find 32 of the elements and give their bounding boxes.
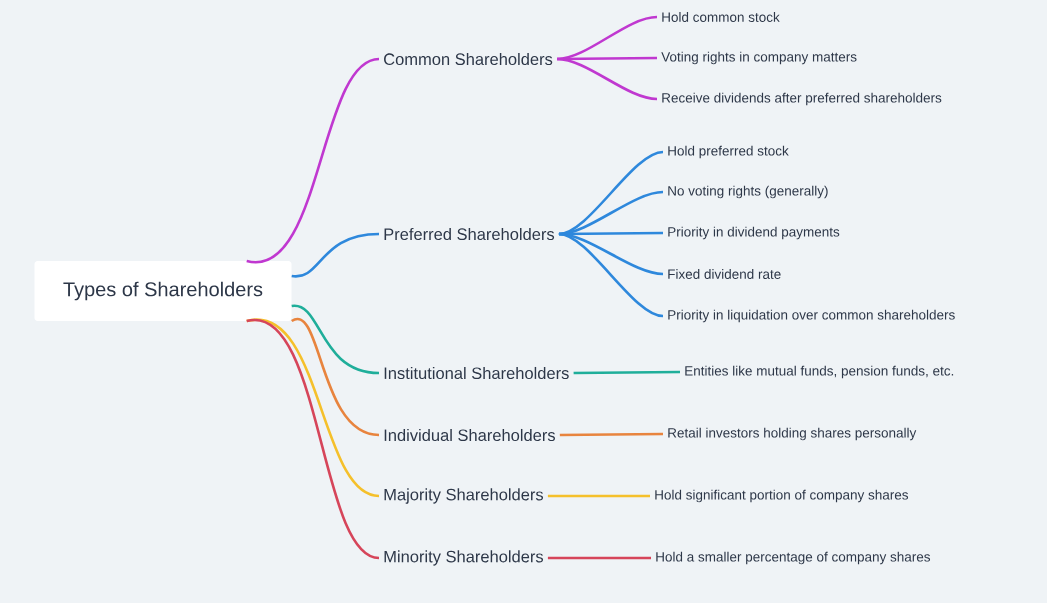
connector-line <box>559 432 663 437</box>
connector-line <box>246 57 380 263</box>
connector-line <box>291 232 380 278</box>
connector-line <box>573 370 680 375</box>
connector-line <box>291 318 380 437</box>
subtopic-text: Hold common stock <box>662 12 780 22</box>
subtopic-text: Hold a smaller percentage of company shares <box>656 551 931 565</box>
subtopic-text: Voting rights in company matters <box>661 51 857 65</box>
root-topic-box: Types of Shareholders <box>34 261 292 321</box>
subtopic-text: No voting rights (generally) <box>668 185 828 199</box>
branch-topic: Minority Shareholders <box>384 550 544 566</box>
subtopic-text: Fixed dividend rate <box>668 269 781 279</box>
connector-line <box>547 556 651 560</box>
subtopic-text: Hold preferred stock <box>668 145 789 159</box>
subtopic-text: Entities like mutual funds, pension funds, etc. <box>685 365 954 379</box>
branch-topic: Individual Shareholders <box>384 428 555 442</box>
branch-topic: Majority Shareholders <box>384 488 544 504</box>
subtopic-text: Priority in dividend payments <box>668 226 840 240</box>
subtopic-text: Receive dividends after preferred shareholders <box>662 92 942 106</box>
connector-line <box>558 150 664 236</box>
connector-line <box>558 232 664 318</box>
connector-line <box>547 494 650 498</box>
branch-topic: Preferred Shareholders <box>384 227 555 241</box>
connector-line <box>558 190 664 236</box>
subtopic-text: Priority in liquidation over common shareholders <box>668 309 955 323</box>
branch-topic: Common Shareholders <box>384 52 553 66</box>
subtopic-text: Retail investors holding shares personally <box>668 427 917 441</box>
connector-line <box>246 319 380 560</box>
connector-line <box>556 57 658 101</box>
connector-line <box>291 304 380 375</box>
subtopic-text: Hold significant portion of company shares <box>655 489 909 503</box>
branch-topic: Institutional Shareholders <box>384 366 569 380</box>
